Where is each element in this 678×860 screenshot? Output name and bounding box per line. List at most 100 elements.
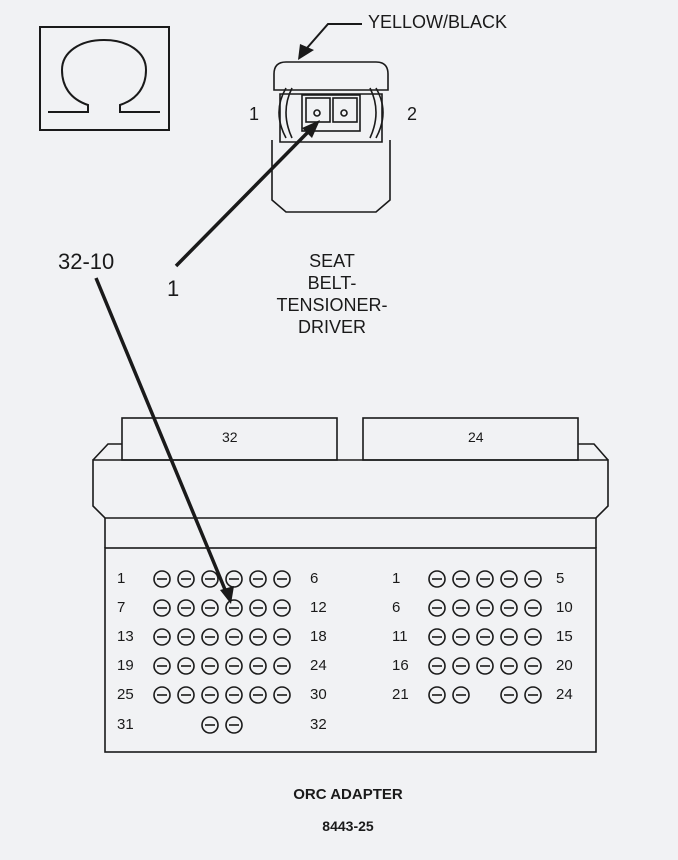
left-row-end-label: 12 [310, 599, 327, 616]
connector-name-line: TENSIONER- [276, 295, 388, 315]
left-row-start-label: 19 [117, 657, 134, 674]
left-row-end-label: 6 [310, 570, 319, 587]
orc-left-pin-grid [153, 570, 291, 734]
left-row-start-label: 25 [117, 686, 134, 703]
pin-terminal [500, 599, 518, 617]
right-row-start-label: 21 [392, 686, 409, 703]
pin-terminal [452, 628, 470, 646]
pin-terminal [201, 716, 219, 734]
right-row-end-label: 15 [556, 628, 573, 645]
connector-name-line: BELT- [307, 273, 357, 293]
orc-right-pin-grid [428, 570, 542, 704]
wire-color-leader [299, 23, 362, 57]
seat-belt-connector [271, 61, 391, 213]
left-row-end-label: 24 [310, 657, 327, 674]
left-cavity-label: 32 [222, 429, 238, 445]
right-row-start-label: 1 [392, 570, 401, 587]
pin-terminal [153, 628, 171, 646]
right-row-end-label: 24 [556, 686, 573, 703]
right-row-start-label: 11 [392, 628, 408, 645]
pin-terminal [225, 657, 243, 675]
orc-pin-arrowhead [220, 586, 234, 604]
tensioner-pin-pointer [174, 126, 314, 268]
pin-terminal [225, 599, 243, 617]
pin-terminal [476, 599, 494, 617]
right-row-end-label: 10 [556, 599, 573, 616]
pin-terminal [153, 657, 171, 675]
orc-pin-callout: 32-10 [58, 249, 115, 274]
pin-terminal [452, 686, 470, 704]
pin-terminal [201, 570, 219, 588]
pin-terminal [225, 570, 243, 588]
pin-terminal [201, 657, 219, 675]
wire-color-arrowhead [298, 44, 314, 60]
pin-terminal [476, 570, 494, 588]
tensioner-pin-callout: 1 [167, 276, 180, 301]
left-row-start-label: 13 [117, 628, 134, 645]
pin-terminal [201, 686, 219, 704]
omega-symbol-icon [39, 26, 170, 131]
pin-terminal [201, 628, 219, 646]
pin-terminal [524, 686, 542, 704]
left-row-start-label: 31 [117, 716, 134, 733]
left-row-end-label: 32 [310, 716, 327, 733]
pin-terminal [153, 599, 171, 617]
pin-terminal [177, 570, 195, 588]
orc-pin-pointer [94, 277, 228, 593]
pin-terminal [524, 628, 542, 646]
pin-terminal [524, 599, 542, 617]
pin-terminal [428, 628, 446, 646]
connector-name-line: SEAT [309, 251, 355, 271]
right-row-end-label: 20 [556, 657, 573, 674]
tensioner-pin-1-label: 1 [249, 104, 260, 124]
pin-terminal [273, 570, 291, 588]
pin-terminal [476, 628, 494, 646]
right-row-start-label: 6 [392, 599, 401, 616]
pin-terminal [524, 657, 542, 675]
pin-terminal [524, 570, 542, 588]
connector-name: SEAT BELT- TENSIONER- DRIVER [252, 250, 412, 338]
pin-terminal [177, 628, 195, 646]
pin-terminal [273, 686, 291, 704]
orc-adapter-body [92, 417, 609, 753]
pin-terminal [225, 628, 243, 646]
pin-terminal [177, 686, 195, 704]
left-row-end-label: 18 [310, 628, 327, 645]
right-row-start-label: 16 [392, 657, 409, 674]
pin-terminal [249, 628, 267, 646]
pin-terminal [500, 570, 518, 588]
pin-terminal [476, 657, 494, 675]
pin-terminal [273, 657, 291, 675]
pin-terminal [452, 599, 470, 617]
pin-terminal [428, 570, 446, 588]
pin-terminal [177, 657, 195, 675]
left-row-start-label: 1 [117, 570, 126, 587]
orc-adapter-title: ORC ADAPTER [293, 786, 403, 803]
pin-terminal [500, 657, 518, 675]
pin-terminal [273, 628, 291, 646]
pin-terminal [428, 686, 446, 704]
pin-terminal [177, 599, 195, 617]
wire-color-label: YELLOW/BLACK [368, 12, 508, 32]
tensioner-pin-arrowhead [302, 120, 320, 138]
pin-terminal [273, 599, 291, 617]
tensioner-pin-2-label: 2 [407, 104, 418, 124]
pin-terminal [452, 657, 470, 675]
pin-terminal [249, 686, 267, 704]
pin-terminal [249, 657, 267, 675]
pin-terminal [153, 570, 171, 588]
right-row-end-label: 5 [556, 570, 565, 587]
pin-terminal [225, 716, 243, 734]
right-cavity-label: 24 [468, 429, 484, 445]
pin-terminal [428, 599, 446, 617]
pin-terminal [500, 628, 518, 646]
pin-terminal [249, 570, 267, 588]
pin-terminal [225, 686, 243, 704]
pin-terminal [500, 686, 518, 704]
connector-name-line: DRIVER [297, 317, 366, 337]
pin-terminal [428, 657, 446, 675]
pin-terminal [201, 599, 219, 617]
left-row-end-label: 30 [310, 686, 327, 703]
figure-number: 8443-25 [322, 818, 374, 834]
